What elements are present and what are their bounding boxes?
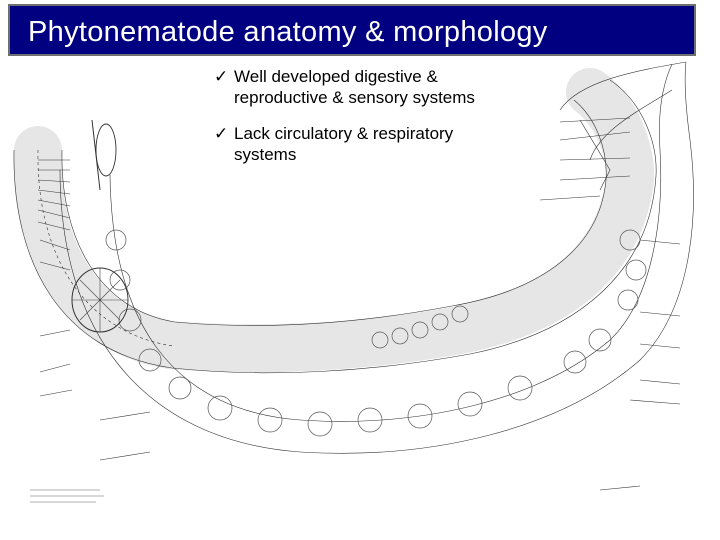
bullet-item: ✓ Lack circulatory & respiratory systems [214, 123, 514, 165]
bullet-list: ✓ Well developed digestive & reproductiv… [214, 66, 514, 180]
left-leader-lines [37, 159, 151, 461]
bullet-text: Well developed digestive & reproductive … [234, 67, 475, 107]
nematode-anatomy-diagram [13, 61, 694, 503]
female-nematode-figure [59, 61, 694, 454]
figure-credit-block [30, 489, 104, 503]
slide-title: Phytonematode anatomy & morphology [28, 16, 548, 48]
bullet-item: ✓ Well developed digestive & reproductiv… [214, 66, 514, 108]
checkmark-icon: ✓ [214, 67, 229, 86]
checkmark-icon: ✓ [214, 124, 229, 143]
title-bar: Phytonematode anatomy & morphology [8, 4, 696, 56]
right-leader-lines [539, 117, 681, 491]
bullet-text: Lack circulatory & respiratory systems [234, 124, 454, 164]
male-nematode-figure [13, 68, 657, 374]
